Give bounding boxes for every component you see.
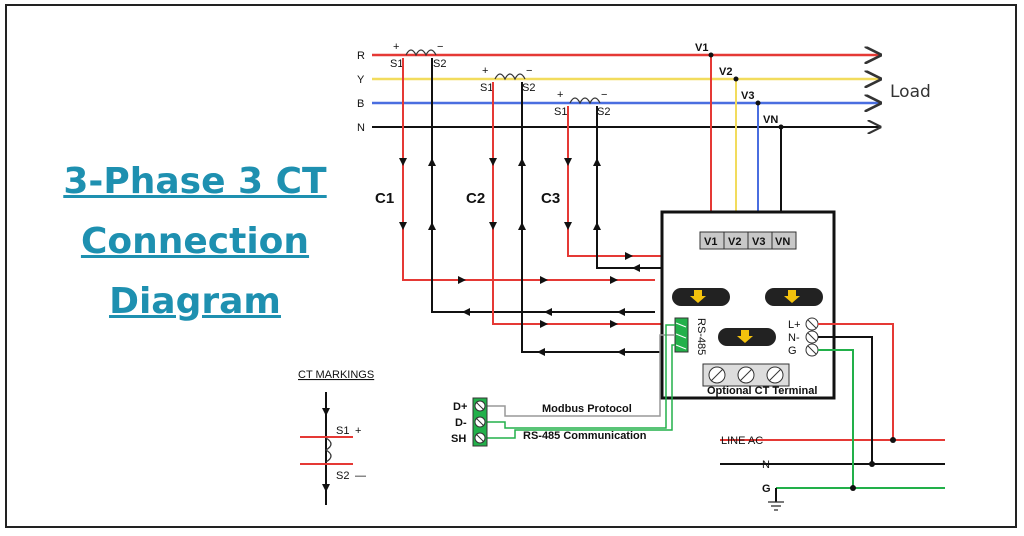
- svg-text:+: +: [482, 65, 488, 77]
- terminal-nminus: N-: [788, 332, 800, 344]
- diagram-title: 3-Phase 3 CT Connection Diagram: [40, 152, 350, 332]
- optional-ct-label: Optional CT Terminal: [707, 385, 817, 397]
- svg-text:−: −: [526, 65, 532, 77]
- tap-label-v3: V3: [741, 90, 754, 102]
- voltage-terminal-block: [699, 231, 797, 250]
- comm-sh: SH: [451, 433, 466, 445]
- terminal-lplus: L+: [788, 319, 801, 331]
- terminal-vn: VN: [775, 236, 790, 248]
- ct1-s1-label: S1: [390, 58, 403, 70]
- ct-coil-1: + −: [393, 41, 443, 57]
- ct3-s1-label: S1: [554, 106, 567, 118]
- phase-lines: [372, 55, 880, 127]
- ct2-s1-label: S1: [480, 82, 493, 94]
- terminal-g: G: [788, 345, 797, 357]
- ct-input-socket-1: [672, 288, 730, 306]
- title-line-2: Connection: [80, 221, 310, 262]
- phase-label-y: Y: [357, 74, 365, 86]
- svg-text:−: −: [601, 89, 607, 101]
- rs485-comm-label: RS-485 Communication: [523, 430, 647, 442]
- legend-minus: —: [355, 470, 366, 482]
- ct-input-socket-3: [718, 328, 776, 346]
- current-arrows: [399, 158, 745, 356]
- title-line-1: 3-Phase 3 CT: [63, 161, 327, 202]
- legend-plus: +: [355, 425, 361, 437]
- ct2-name: C2: [466, 190, 485, 207]
- power-terminal-block: [805, 317, 819, 357]
- voltage-taps: [710, 55, 782, 232]
- tap-label-v2: V2: [719, 66, 732, 78]
- tap-label-v1: V1: [695, 42, 708, 54]
- comm-dplus: D+: [453, 401, 467, 413]
- rs485-terminal: [674, 317, 689, 353]
- line-n-label: N: [762, 459, 770, 471]
- legend-s2: S2: [336, 470, 349, 482]
- terminal-v1: V1: [704, 236, 717, 248]
- comm-dminus: D-: [455, 417, 467, 429]
- ct3-s2-label: S2: [597, 106, 610, 118]
- comm-wiring: [487, 324, 675, 439]
- rs485-label: RS-485: [695, 318, 707, 355]
- diagram-frame: [5, 4, 1017, 528]
- ct-input-socket-2: [765, 288, 823, 306]
- ct1-name: C1: [375, 190, 394, 207]
- phase-label-b: B: [357, 98, 364, 110]
- power-wiring: [720, 323, 945, 502]
- title-line-3: Diagram: [109, 281, 281, 322]
- ct2-s2-label: S2: [522, 82, 535, 94]
- ct-markings-title: CT MARKINGS: [298, 369, 374, 381]
- modbus-label: Modbus Protocol: [542, 403, 632, 415]
- line-ac-label: LINE AC: [721, 435, 763, 447]
- optional-ct-terminal: [702, 363, 790, 387]
- terminal-v2: V2: [728, 236, 741, 248]
- comm-terminal-block: [472, 397, 488, 447]
- legend-s1: S1: [336, 425, 349, 437]
- terminal-v3: V3: [752, 236, 765, 248]
- ct-markings-legend: [300, 392, 353, 505]
- load-label: Load: [890, 82, 931, 102]
- svg-text:−: −: [437, 41, 443, 53]
- svg-text:+: +: [557, 89, 563, 101]
- phase-label-r: R: [357, 50, 365, 62]
- line-g-label: G: [762, 483, 771, 495]
- ct1-s2-label: S2: [433, 58, 446, 70]
- ct-coil-3: + −: [557, 89, 607, 105]
- phase-label-n: N: [357, 122, 365, 134]
- tap-label-vn: VN: [763, 114, 778, 126]
- ct1-wiring: [402, 58, 655, 313]
- svg-text:+: +: [393, 41, 399, 53]
- ground-icon: [768, 501, 784, 511]
- ct-coil-2: + −: [482, 65, 532, 81]
- ct3-name: C3: [541, 190, 560, 207]
